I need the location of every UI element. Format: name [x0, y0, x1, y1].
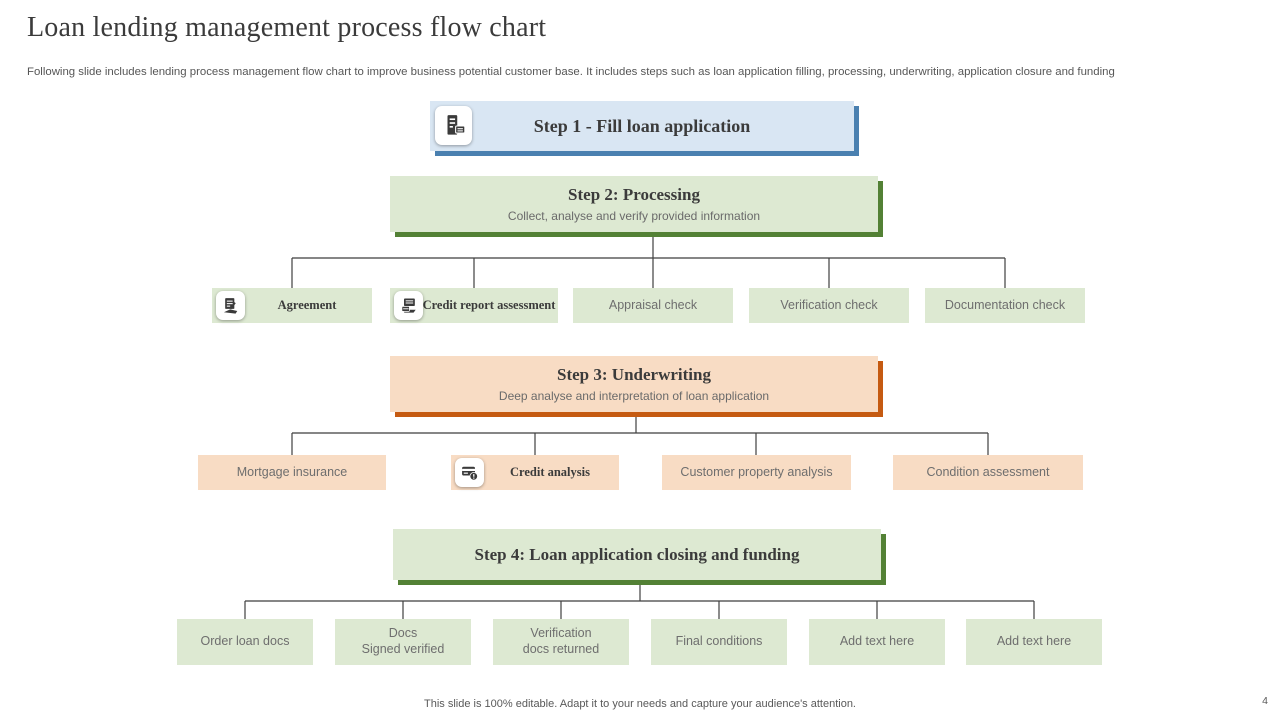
node-docs-signed-verified: Docs Signed verified — [335, 619, 471, 665]
step4-banner: Step 4: Loan application closing and fun… — [393, 529, 881, 580]
node-label: Verification check — [780, 297, 878, 312]
page-title: Loan lending management process flow cha… — [27, 12, 547, 43]
node-label: Add text here — [839, 634, 915, 649]
node-label: Appraisal check — [608, 297, 698, 312]
step3-title: Step 3: Underwriting — [557, 365, 711, 385]
page-number: 4 — [1262, 695, 1268, 707]
step1-banner: Step 1 - Fill loan application — [430, 101, 854, 151]
node-verification-docs-returned: Verification docs returned — [493, 619, 629, 665]
node-add-text-2: Add text here — [966, 619, 1102, 665]
node-appraisal-check: Appraisal check — [573, 288, 733, 323]
node-label: Agreement — [277, 297, 337, 312]
node-label-line2: Signed verified — [361, 642, 445, 656]
node-label: Mortgage insurance — [236, 464, 348, 479]
node-condition-assessment: Condition assessment — [893, 455, 1083, 490]
node-label: Final conditions — [675, 634, 763, 649]
node-label: Credit report assessment — [422, 298, 556, 313]
node-label-line1: Docs — [388, 626, 418, 641]
step3-subtitle: Deep analyse and interpretation of loan … — [498, 388, 770, 403]
node-label-line1: Verification — [530, 626, 592, 641]
step3-banner: Step 3: Underwriting Deep analyse and in… — [390, 356, 878, 412]
node-label: Customer property analysis — [680, 464, 833, 479]
node-credit-report-assessment: Credit report assessment — [390, 288, 558, 323]
node-label: Credit analysis — [510, 464, 590, 479]
page-subtitle: Following slide includes lending process… — [27, 66, 1115, 78]
node-add-text-1: Add text here — [809, 619, 945, 665]
node-label: Condition assessment — [926, 464, 1050, 479]
credit-card-alert-icon — [455, 458, 484, 487]
node-mortgage-insurance: Mortgage insurance — [198, 455, 386, 490]
credit-report-icon — [394, 291, 423, 320]
agreement-stamp-icon — [216, 291, 245, 320]
node-label: Documentation check — [944, 297, 1066, 312]
step2-subtitle: Collect, analyse and verify provided inf… — [507, 208, 761, 223]
node-label-line2: docs returned — [522, 642, 600, 656]
node-label: Add text here — [996, 634, 1072, 649]
node-final-conditions: Final conditions — [651, 619, 787, 665]
step1-label: Step 1 - Fill loan application — [533, 115, 751, 136]
node-agreement: Agreement — [212, 288, 372, 323]
node-verification-check: Verification check — [749, 288, 909, 323]
step2-banner: Step 2: Processing Collect, analyse and … — [390, 176, 878, 232]
step4-title: Step 4: Loan application closing and fun… — [474, 544, 800, 564]
footer-note: This slide is 100% editable. Adapt it to… — [424, 698, 856, 710]
node-order-loan-docs: Order loan docs — [177, 619, 313, 665]
loan-application-form-icon — [435, 106, 472, 145]
node-label: Order loan docs — [200, 634, 290, 649]
node-customer-property-analysis: Customer property analysis — [662, 455, 851, 490]
node-credit-analysis: Credit analysis — [451, 455, 619, 490]
step2-title: Step 2: Processing — [568, 185, 700, 205]
node-documentation-check: Documentation check — [925, 288, 1085, 323]
